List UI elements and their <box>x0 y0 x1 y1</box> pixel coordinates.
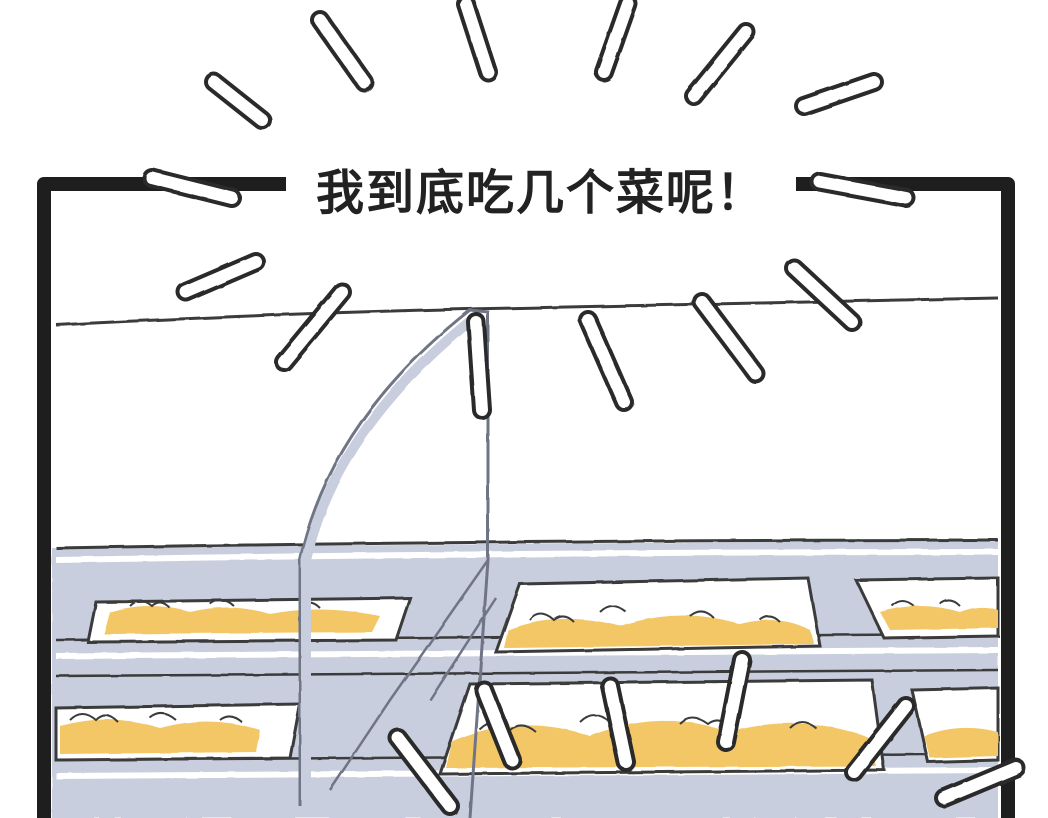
food-tray-back-left <box>86 596 413 644</box>
food-tray-back-right <box>853 576 1000 640</box>
sneeze-guard <box>298 308 498 818</box>
food-tray-back-center <box>493 576 822 654</box>
emphasis-burst-rays <box>142 0 1026 816</box>
wall-line <box>55 296 999 327</box>
food-tray-front-right <box>910 686 1000 764</box>
panel-caption: 我到底吃几个菜呢！ <box>286 158 796 228</box>
food-tray-front-left <box>54 702 302 762</box>
